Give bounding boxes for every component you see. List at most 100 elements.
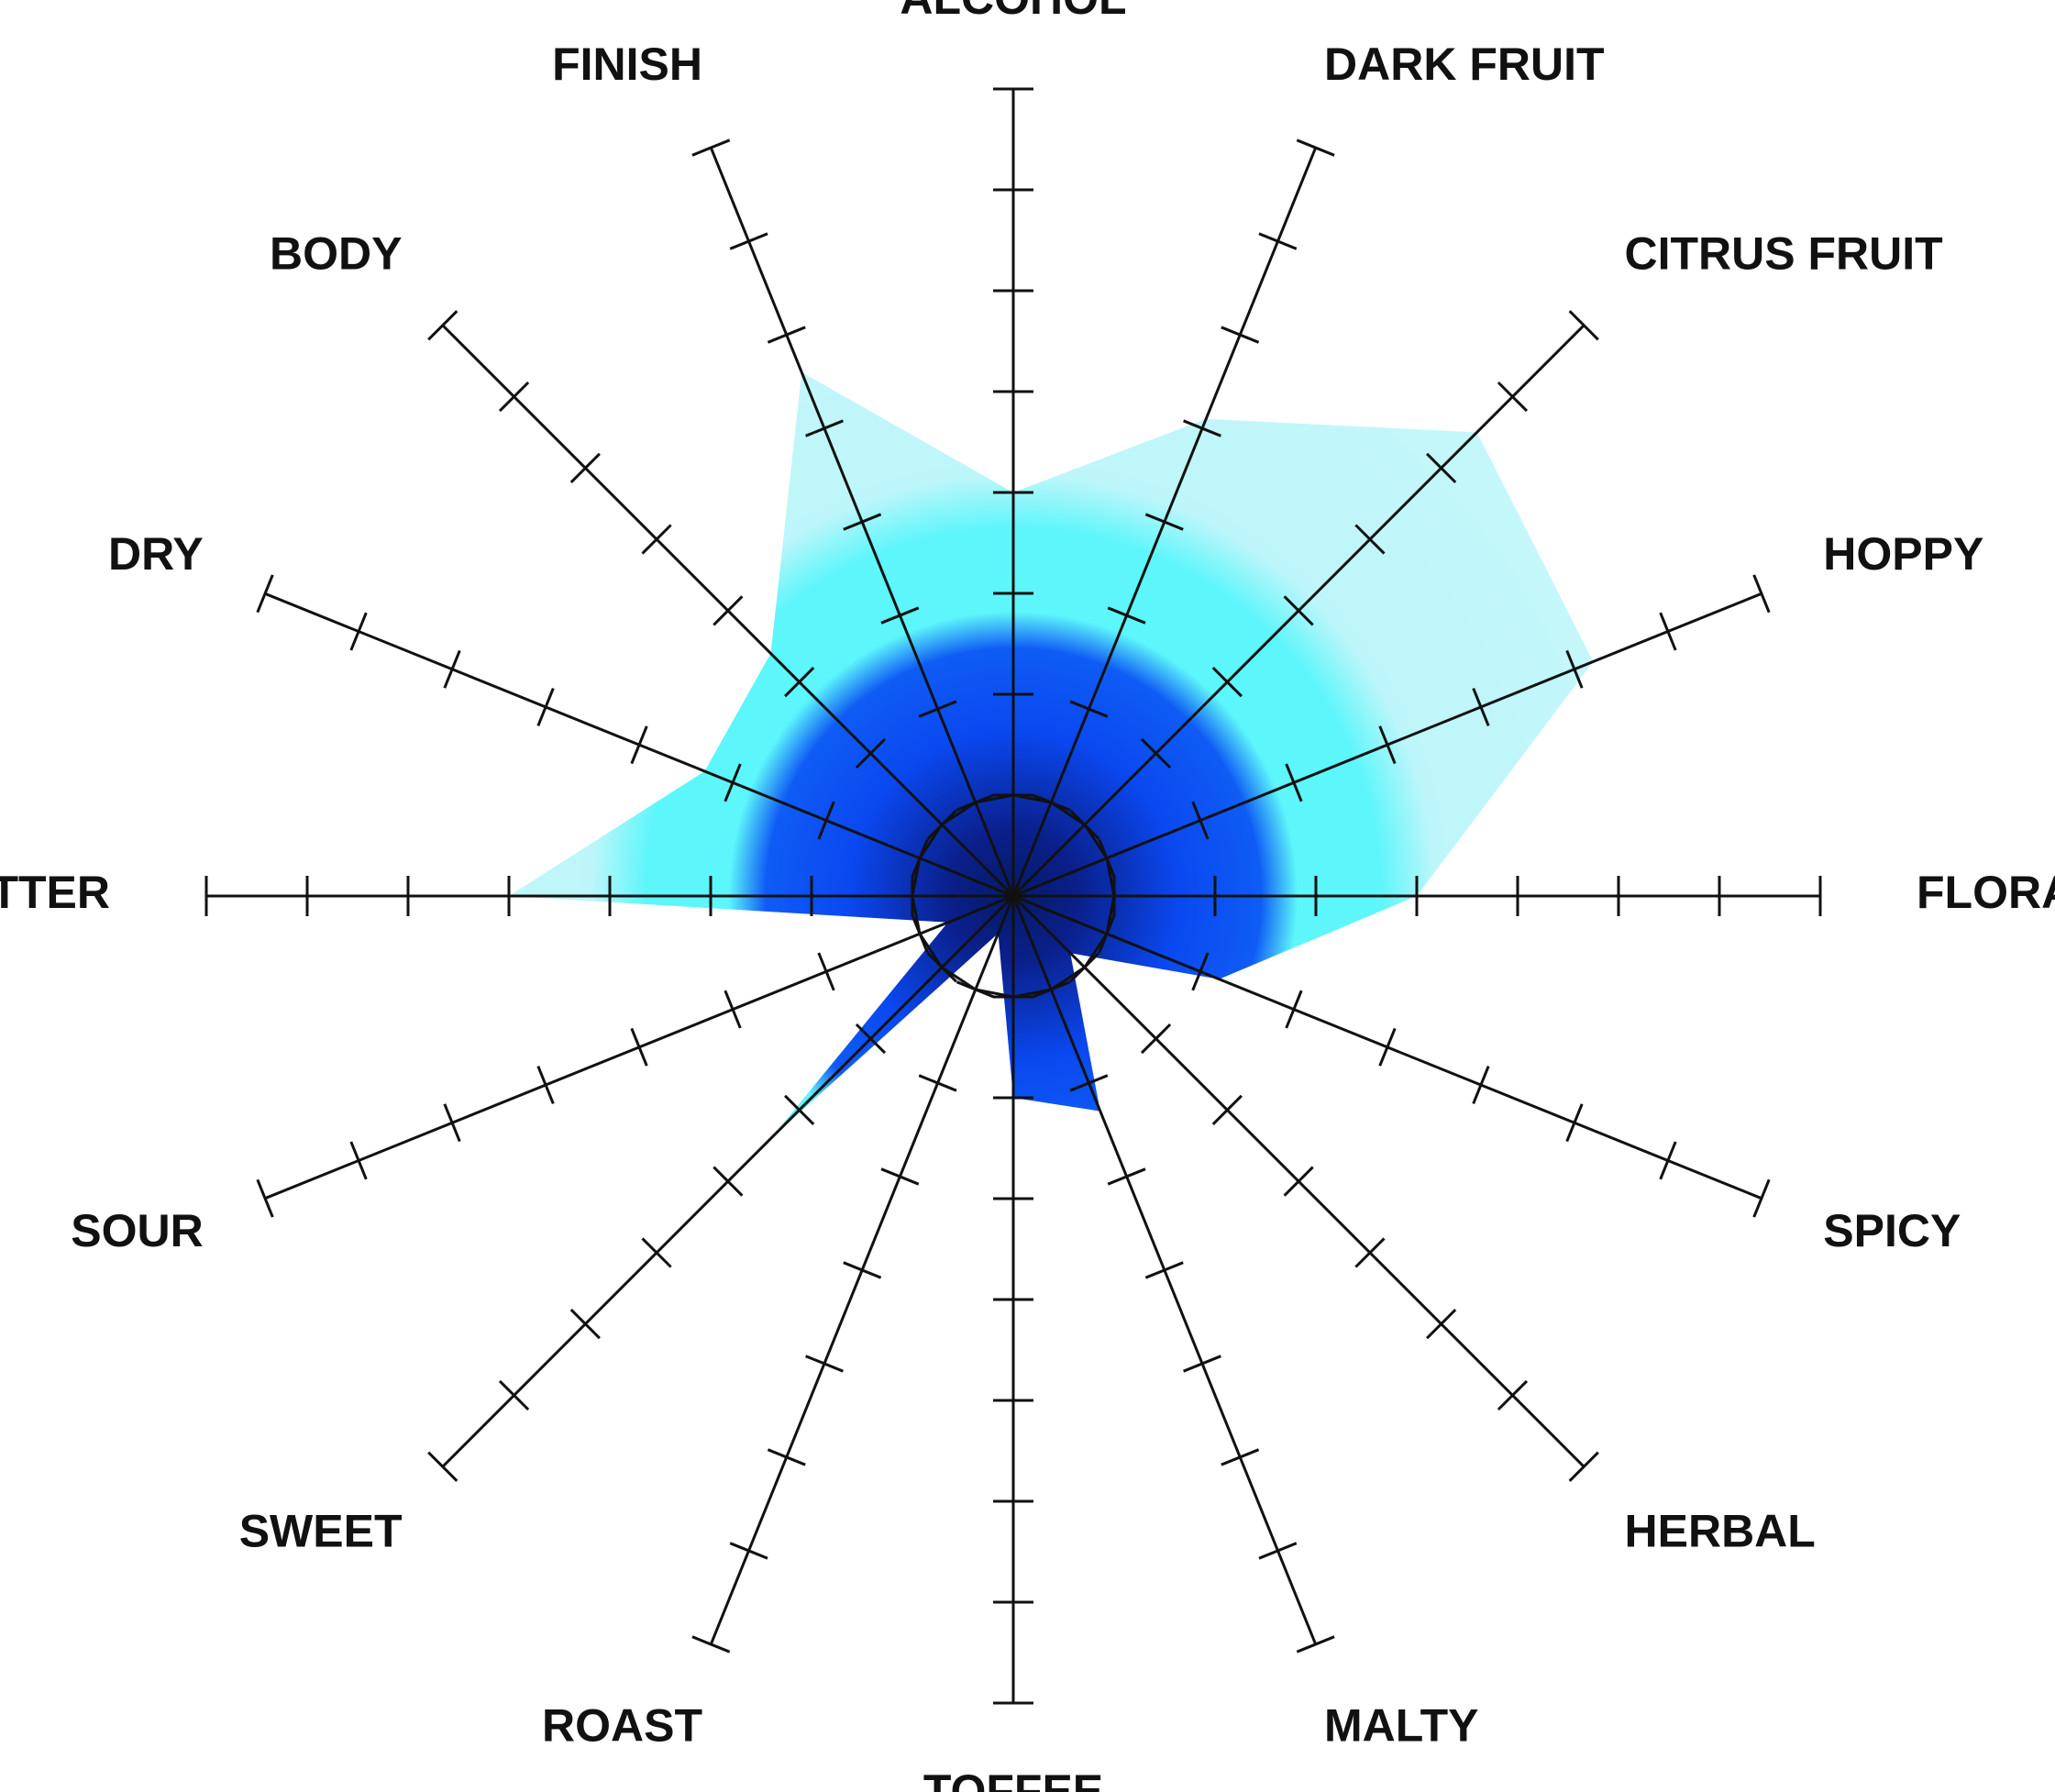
tick-malty-6: [1221, 1448, 1260, 1466]
tick-hoppy-2: [1191, 801, 1210, 840]
tick-body-5: [641, 524, 672, 555]
tick-hoppy-6: [1565, 649, 1584, 689]
tick-hoppy-3: [1285, 763, 1303, 802]
tick-dark-fruit-2: [1069, 700, 1109, 718]
tick-spicy-6: [1565, 1103, 1584, 1143]
tick-body-4: [713, 595, 744, 626]
tick-dry-2: [817, 801, 835, 840]
tick-hoppy-7: [1659, 612, 1677, 651]
tick-sweet-4: [713, 1166, 744, 1197]
tick-sour-3: [724, 990, 742, 1029]
tick-sweet-2: [855, 1023, 887, 1055]
axis-label-toffee: TOFFEE: [923, 1765, 1103, 1792]
tick-dry-7: [349, 612, 368, 651]
tick-dark-fruit-4: [1144, 513, 1184, 531]
tick-dry-8: [256, 574, 274, 614]
tick-roast-6: [767, 1448, 806, 1466]
tick-roast-8: [691, 1635, 731, 1654]
tick-dark-fruit-7: [1258, 232, 1298, 250]
axis-label-spicy: SPICY: [1823, 1205, 1961, 1256]
tick-dark-fruit-3: [1107, 606, 1146, 625]
tick-dark-fruit-8: [1296, 138, 1335, 157]
tick-finish-6: [767, 326, 806, 344]
tick-citrus-fruit-4: [1283, 595, 1314, 626]
tick-herbal-4: [1283, 1166, 1314, 1197]
tick-body-3: [784, 667, 815, 698]
tick-hoppy-8: [1752, 574, 1771, 614]
tick-citrus-fruit-7: [1497, 381, 1529, 413]
tick-finish-7: [729, 232, 768, 250]
tick-dry-5: [536, 688, 555, 726]
axes: [204, 87, 1822, 1705]
tick-sweet-7: [498, 1379, 530, 1411]
axis-label-dry: DRY: [108, 528, 204, 580]
tick-sour-4: [630, 1027, 648, 1067]
tick-body-6: [569, 452, 601, 483]
flavor-profile-area: [509, 371, 1594, 1139]
tick-body-8: [427, 310, 459, 341]
tick-herbal-7: [1497, 1379, 1529, 1411]
tick-herbal-5: [1354, 1237, 1386, 1268]
tick-finish-8: [691, 138, 731, 157]
tick-citrus-fruit-3: [1211, 667, 1243, 698]
axis-label-hoppy: HOPPY: [1823, 528, 1983, 580]
tick-spicy-2: [1191, 952, 1210, 991]
tick-roast-4: [843, 1261, 882, 1279]
tick-roast-2: [918, 1074, 957, 1092]
tick-hoppy-4: [1378, 725, 1397, 765]
tick-roast-5: [805, 1355, 844, 1373]
tick-malty-5: [1183, 1355, 1221, 1373]
inner-ring: [911, 793, 1116, 999]
tick-malty-7: [1258, 1542, 1298, 1560]
axis-label-malty: MALTY: [1324, 1700, 1478, 1752]
tick-sour-5: [536, 1066, 555, 1104]
tick-citrus-fruit-6: [1426, 452, 1457, 483]
tick-sweet-6: [569, 1309, 601, 1340]
axis-label-alcohol: ALCOHOL: [900, 0, 1126, 24]
axis-label-floral: FLORAL: [1917, 867, 2055, 918]
tick-sour-7: [349, 1141, 368, 1180]
flavor-polygon: [509, 371, 1594, 1139]
tick-spicy-4: [1378, 1027, 1397, 1067]
tick-citrus-fruit-2: [1140, 737, 1172, 769]
tick-sour-8: [256, 1178, 274, 1218]
tick-citrus-fruit-8: [1568, 310, 1599, 341]
tick-dark-fruit-5: [1183, 419, 1221, 437]
axis-label-sour: SOUR: [71, 1205, 203, 1256]
tick-sweet-3: [784, 1094, 815, 1125]
tick-finish-5: [805, 419, 844, 437]
tick-sour-6: [443, 1103, 461, 1143]
axis-label-finish: FINISH: [552, 39, 702, 90]
tick-spicy-3: [1285, 990, 1303, 1029]
tick-malty-2: [1069, 1074, 1109, 1092]
tick-finish-3: [880, 606, 920, 625]
axis-label-body: BODY: [270, 228, 402, 280]
tick-herbal-2: [1140, 1023, 1172, 1055]
tick-dry-6: [443, 649, 461, 689]
tick-sweet-8: [427, 1451, 459, 1482]
tick-roast-7: [729, 1542, 768, 1560]
tick-finish-4: [843, 513, 882, 531]
tick-dark-fruit-6: [1221, 326, 1260, 344]
tick-spicy-7: [1659, 1141, 1677, 1180]
axis-label-dark-fruit: DARK FRUIT: [1324, 39, 1605, 90]
axis-label-roast: ROAST: [542, 1700, 702, 1752]
tick-spicy-5: [1472, 1066, 1490, 1104]
tick-herbal-6: [1426, 1309, 1457, 1340]
tick-sweet-5: [641, 1237, 672, 1268]
tick-finish-2: [918, 700, 957, 718]
tick-sour-2: [817, 952, 835, 991]
tick-malty-4: [1144, 1261, 1184, 1279]
tick-herbal-3: [1211, 1094, 1243, 1125]
axis-label-citrus-fruit: CITRUS FRUIT: [1625, 228, 1943, 280]
center-ring: [911, 793, 1116, 999]
tick-body-2: [855, 737, 887, 769]
tick-body-7: [498, 381, 530, 413]
tick-dry-3: [724, 763, 742, 802]
tick-roast-3: [880, 1167, 920, 1186]
tick-dry-4: [630, 725, 648, 765]
tick-malty-3: [1107, 1167, 1146, 1186]
tick-spicy-8: [1752, 1178, 1771, 1218]
tick-citrus-fruit-5: [1354, 524, 1386, 555]
